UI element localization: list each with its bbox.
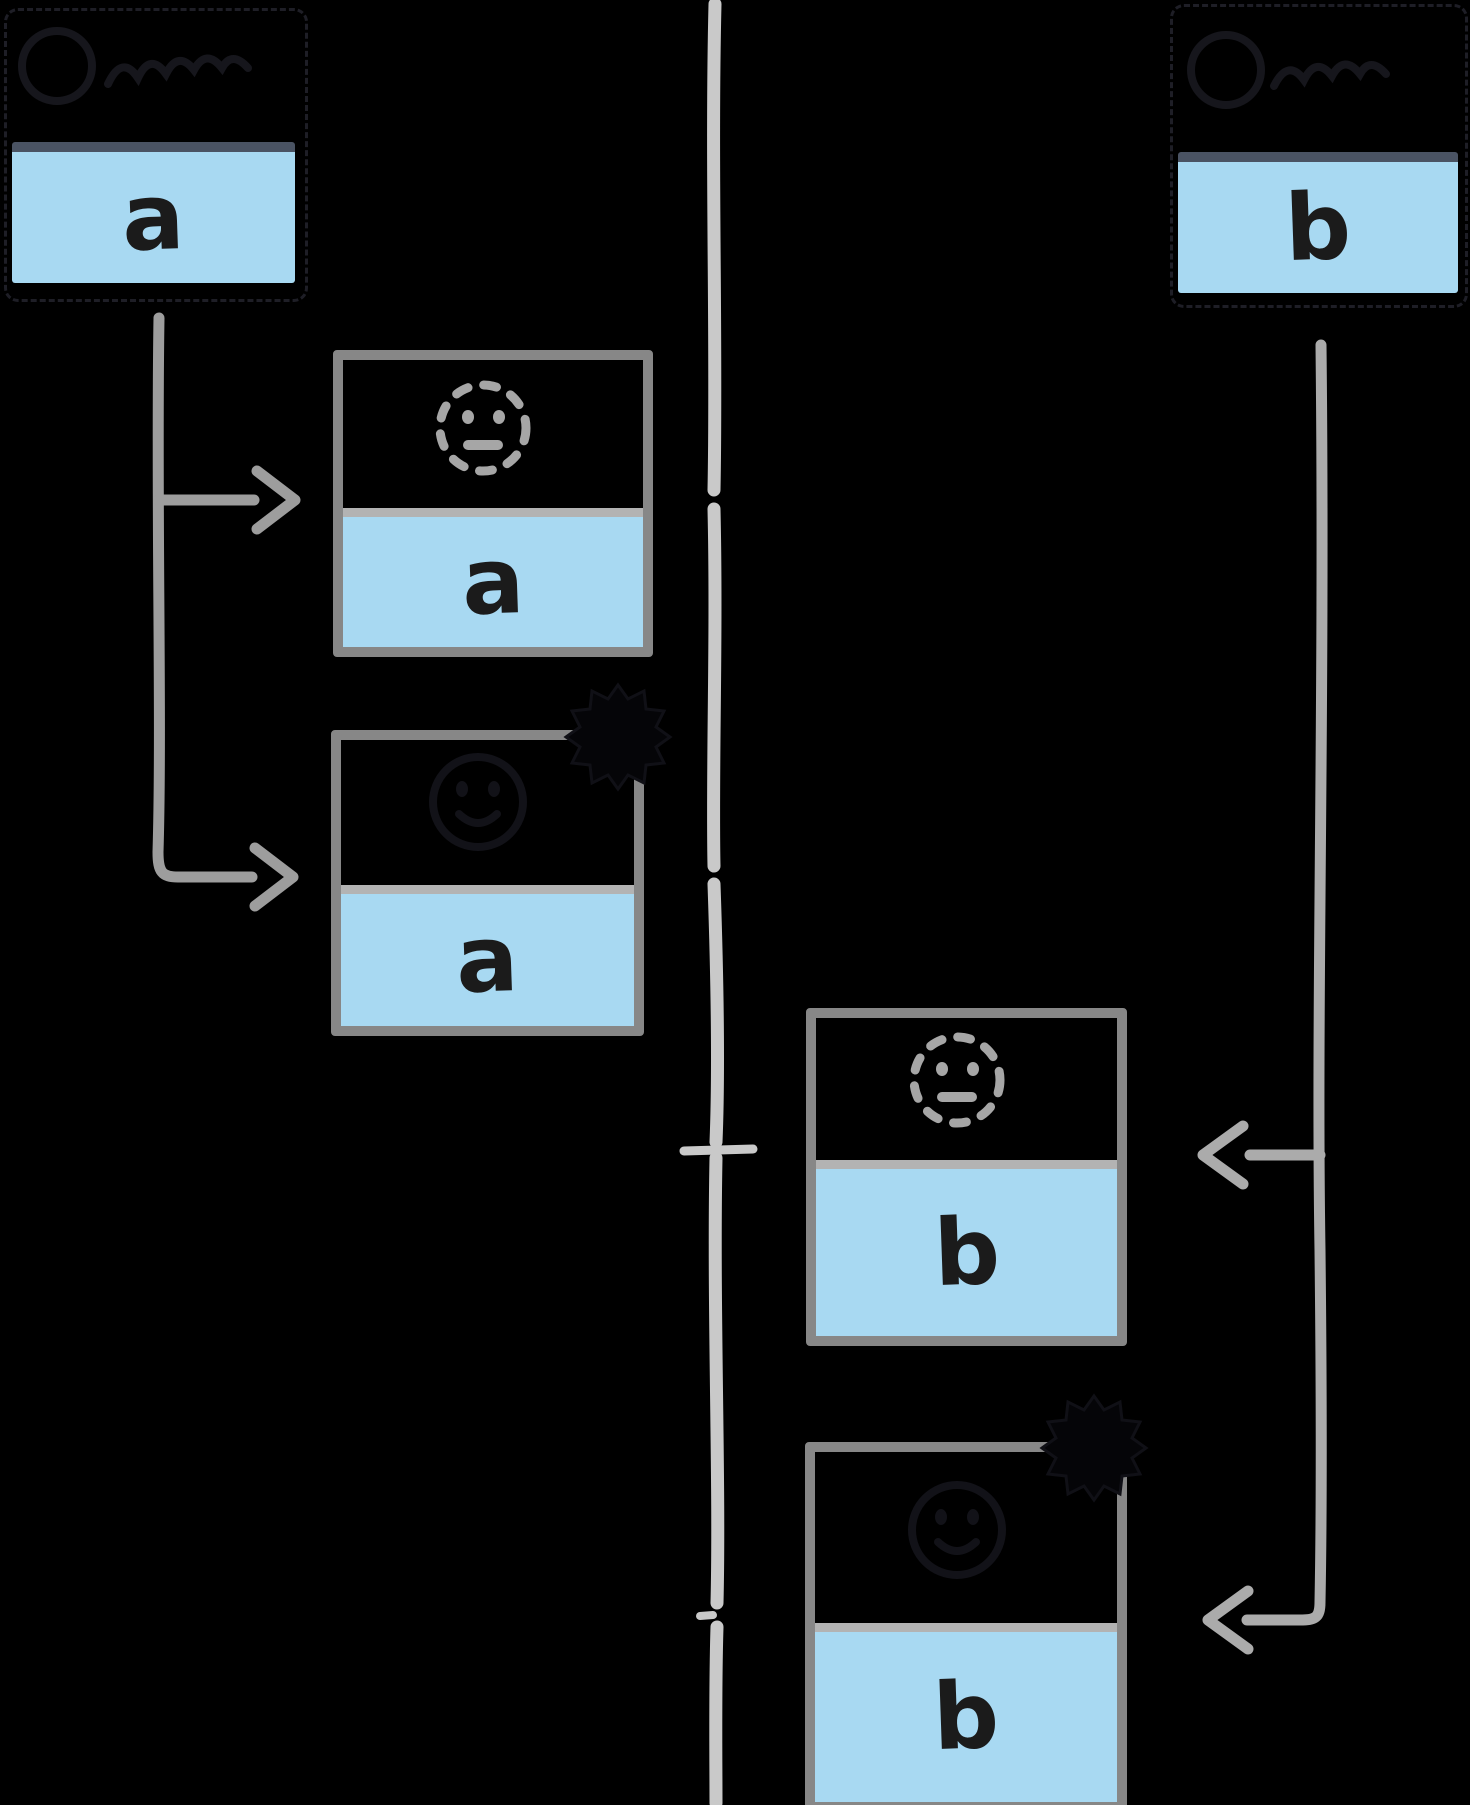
header-card-b: b [1178,152,1458,293]
arrowhead-left-icon [1202,1585,1254,1655]
header-card-a: a [12,142,295,283]
tab-frame-a [4,8,308,302]
arrowhead-left-icon [1197,1120,1249,1190]
face-card-value: a [343,508,643,647]
face-card-letter: a [454,904,521,1015]
arrowhead-right-icon [249,842,299,912]
face-card-a-new: a [333,350,653,657]
tab-frame-b [1170,4,1468,308]
timeline-tick-small [696,1611,717,1620]
branch-a-connector [152,312,301,912]
face-card-value: b [815,1623,1117,1802]
face-card-letter: b [931,1197,1002,1307]
face-card-b-existing: b [805,1442,1127,1805]
face-card-letter: b [931,1661,1001,1772]
card-b-letter: b [1283,172,1353,282]
face-card-a-existing: a [331,730,644,1036]
arrowhead-right-icon [251,465,301,535]
card-a-letter: a [120,162,187,272]
face-card-value: a [341,885,634,1026]
timeline-tick [679,1144,758,1156]
face-card-letter: a [460,526,526,637]
timeline-line [679,0,758,1805]
branch-b-connector [1197,339,1328,1655]
face-card-b-new: b [806,1008,1127,1346]
face-card-value: b [816,1160,1117,1336]
